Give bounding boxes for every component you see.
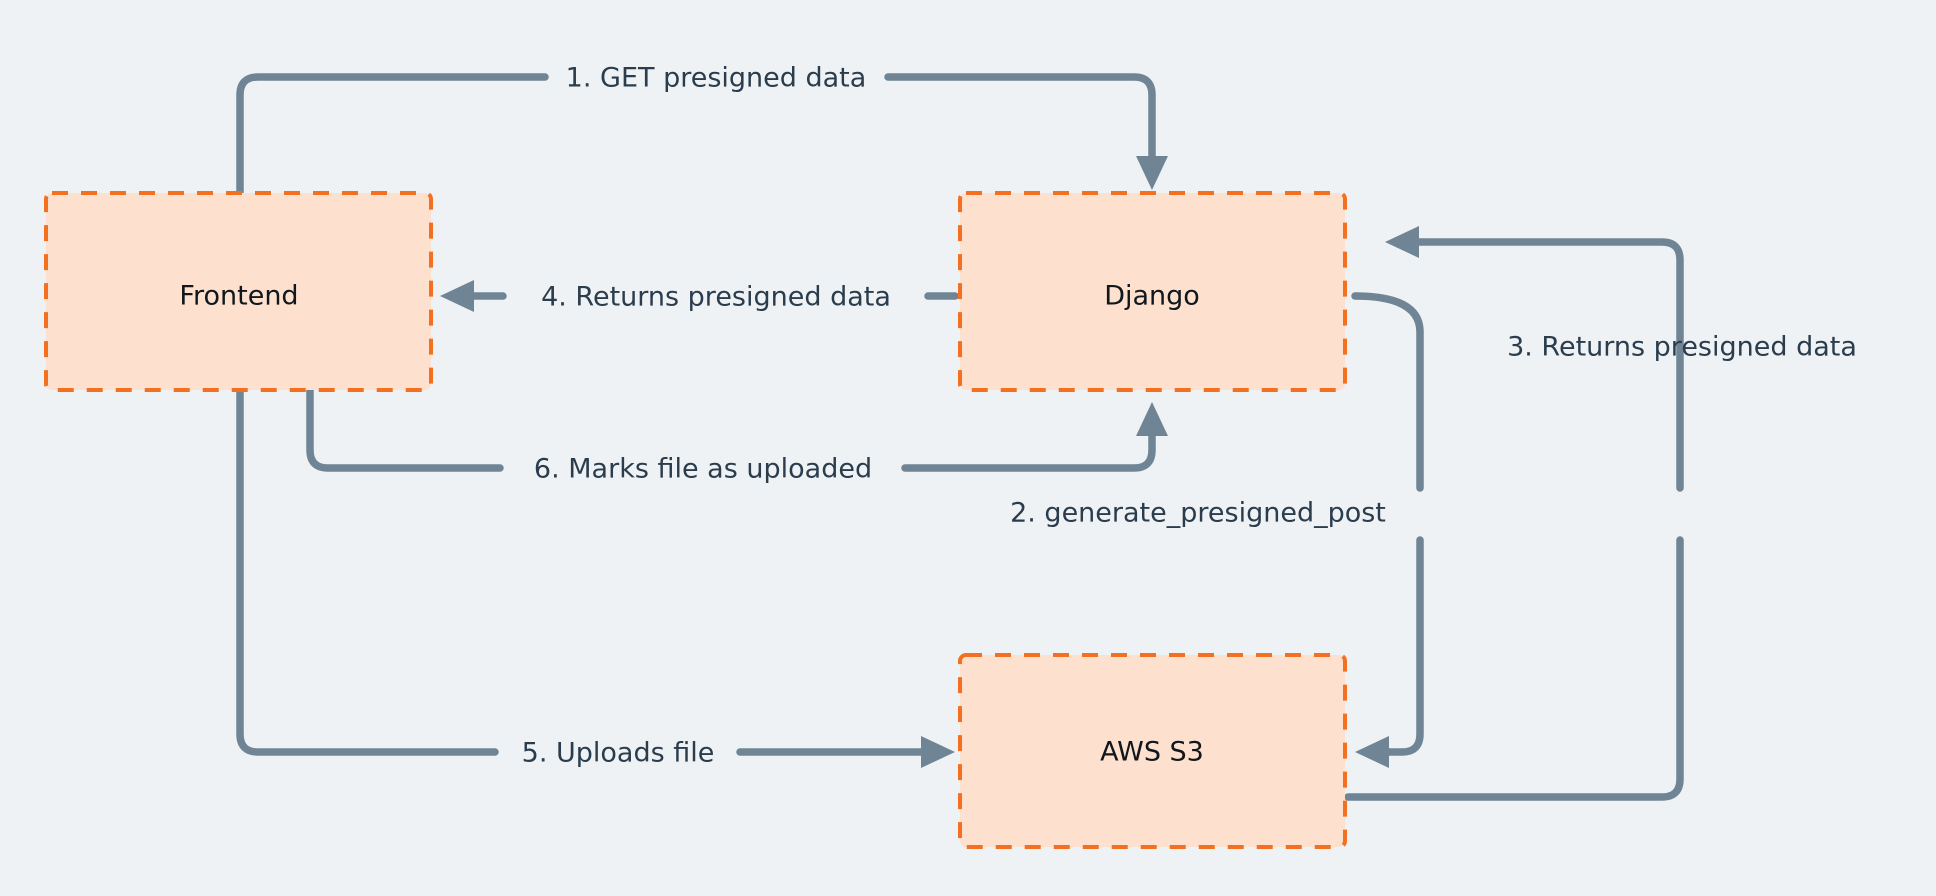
edge-step-4[interactable]: 4. Returns presigned data bbox=[440, 280, 959, 313]
edge-step-3-path-lower bbox=[1344, 536, 1684, 801]
edge-step-3-path-upper bbox=[1411, 238, 1684, 492]
edge-step-1-arrowhead bbox=[1136, 156, 1168, 190]
edge-step-4-label: 4. Returns presigned data bbox=[541, 282, 891, 313]
edge-step-5[interactable]: 5. Uploads file bbox=[236, 386, 955, 769]
edge-step-6-label: 6. Marks file as uploaded bbox=[534, 454, 872, 485]
node-frontend-label: Frontend bbox=[179, 281, 298, 312]
edge-step-2-label: 2. generate_presigned_post bbox=[1010, 498, 1386, 529]
edge-step-6-path-left bbox=[306, 386, 504, 472]
node-django-box bbox=[958, 191, 1347, 392]
edge-step-2-arrowhead bbox=[1355, 736, 1389, 768]
edge-step-6[interactable]: 6. Marks file as uploaded bbox=[306, 386, 1168, 485]
edge-step-3-label: 3. Returns presigned data bbox=[1507, 332, 1857, 363]
edge-step-1-path-left bbox=[236, 73, 549, 196]
edge-step-5-arrowhead bbox=[921, 736, 955, 768]
node-django-label: Django bbox=[1104, 281, 1200, 312]
edge-step-1[interactable]: 1. GET presigned data bbox=[236, 63, 1168, 196]
edge-step-1-path-right bbox=[884, 73, 1156, 164]
edge-step-5-label: 5. Uploads file bbox=[522, 738, 715, 769]
edge-step-3-arrowhead bbox=[1385, 226, 1419, 258]
node-django[interactable]: Django bbox=[958, 191, 1347, 392]
node-aws-s3-label: AWS S3 bbox=[1100, 737, 1204, 768]
edge-step-6-arrowhead bbox=[1136, 402, 1168, 436]
edge-step-2-path-lower bbox=[1381, 536, 1424, 756]
node-aws-s3-box bbox=[958, 653, 1347, 849]
edge-step-2[interactable]: 2. generate_presigned_post bbox=[1010, 292, 1424, 768]
edge-step-6-path-right bbox=[901, 428, 1156, 472]
edge-step-3[interactable]: 3. Returns presigned data bbox=[1344, 226, 1857, 801]
edge-step-4-arrowhead bbox=[440, 280, 474, 312]
edge-step-1-label: 1. GET presigned data bbox=[566, 63, 867, 94]
node-frontend-box bbox=[44, 191, 433, 392]
edge-step-5-path-left bbox=[236, 386, 499, 756]
node-aws-s3[interactable]: AWS S3 bbox=[958, 653, 1347, 849]
node-frontend[interactable]: Frontend bbox=[44, 191, 433, 392]
edge-step-2-path-upper bbox=[1351, 292, 1424, 492]
